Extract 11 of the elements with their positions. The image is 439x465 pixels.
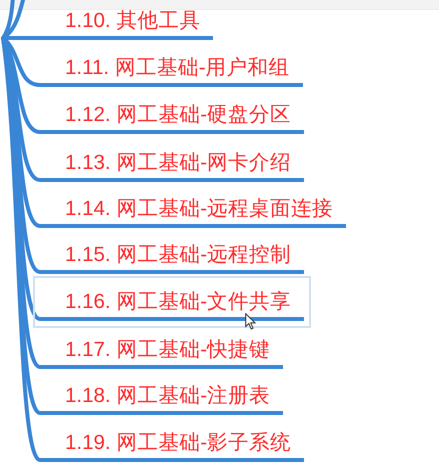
topic-text: 1.12. 网工基础-硬盘分区 — [65, 104, 292, 125]
topic-text: 1.11. 网工基础-用户和组 — [65, 57, 290, 78]
topic-text: 1.16. 网工基础-文件共享 — [65, 291, 292, 312]
topic-text: 1.19. 网工基础-影子系统 — [65, 432, 292, 453]
topic-text: 1.15. 网工基础-远程控制 — [65, 244, 292, 265]
topic-text: 1.10. 其他工具 — [65, 10, 200, 31]
topic-text: 1.17. 网工基础-快捷键 — [65, 339, 270, 360]
topic-text: 1.18. 网工基础-注册表 — [65, 385, 270, 406]
topic-text: 1.13. 网工基础-网卡介绍 — [65, 152, 292, 173]
topic-text: 1.14. 网工基础-远程桌面连接 — [65, 198, 334, 219]
branch-line — [3, 36, 40, 40]
